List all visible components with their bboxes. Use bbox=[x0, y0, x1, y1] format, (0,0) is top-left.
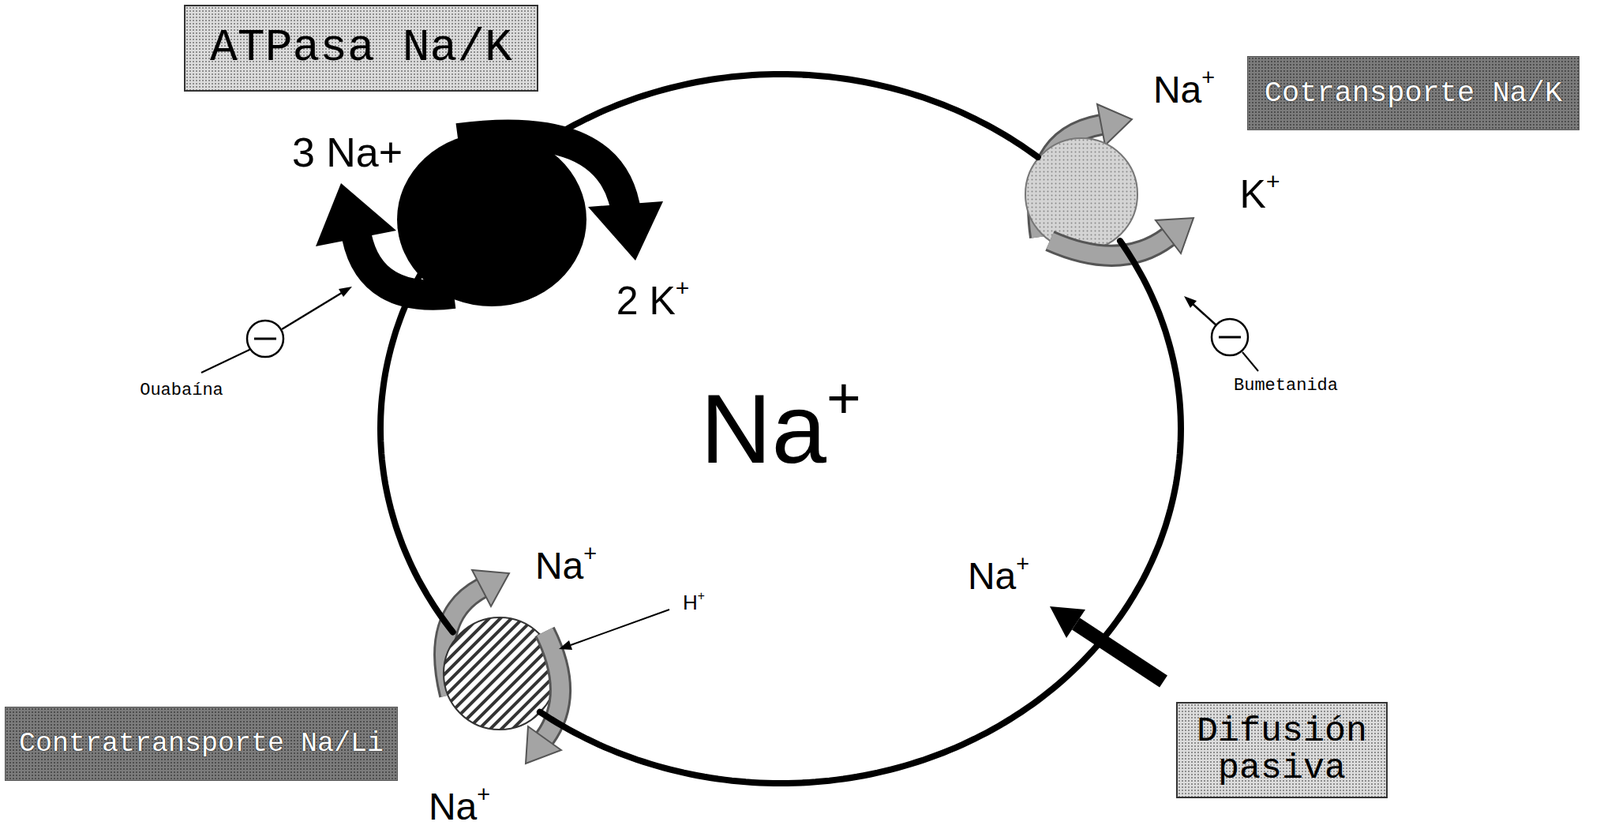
process-box: Cotransporte Na/K bbox=[1247, 56, 1580, 131]
transport-arrow bbox=[1049, 236, 1169, 256]
membrane-outline bbox=[380, 74, 1181, 784]
process-box: Contratransporte Na/Li bbox=[4, 706, 398, 781]
leader-line bbox=[570, 609, 670, 645]
inhibit-arrow bbox=[1191, 303, 1217, 326]
ion-label: Ouabaína bbox=[139, 381, 224, 401]
ion-label: Na+ bbox=[428, 786, 491, 829]
ouabain-inhibitor bbox=[201, 286, 353, 373]
ion-label: Na+ bbox=[967, 555, 1030, 598]
leader-line bbox=[1242, 352, 1259, 371]
process-box: Difusión pasiva bbox=[1176, 701, 1388, 799]
inhibit-symbol bbox=[247, 320, 284, 357]
ion-label: K+ bbox=[1240, 172, 1281, 217]
arrow-head bbox=[1155, 217, 1194, 254]
box-title: Contratransporte Na/Li bbox=[18, 728, 384, 760]
arrow-head bbox=[588, 201, 664, 261]
arrow-head bbox=[338, 286, 353, 297]
nak-cotransporter bbox=[1025, 104, 1194, 256]
arrow-head bbox=[1184, 296, 1197, 308]
inhibit-arrow bbox=[281, 291, 345, 330]
box-title: Difusión pasiva bbox=[1187, 712, 1377, 788]
ion-label: H+ bbox=[682, 591, 705, 615]
arrow-head bbox=[1049, 606, 1086, 638]
minus-sign bbox=[1218, 336, 1241, 339]
ion-label: 2 K+ bbox=[616, 279, 690, 323]
minus-sign bbox=[254, 337, 277, 341]
ion-label: Bumetanida bbox=[1233, 376, 1338, 396]
passive-diffusion-arrow bbox=[1049, 606, 1164, 682]
box-title: Cotransporte Na/K bbox=[1264, 77, 1563, 110]
nali-countertransporter bbox=[443, 569, 670, 764]
arrow-head bbox=[525, 726, 562, 764]
ion-label: Na+ bbox=[700, 374, 862, 484]
cell-membrane: Na+ bbox=[375, 69, 1186, 788]
arrow-head bbox=[315, 183, 397, 247]
leader-line bbox=[201, 348, 252, 373]
arrow-head bbox=[558, 640, 573, 650]
ion-label: Na+ bbox=[1153, 69, 1215, 112]
pump-body bbox=[397, 132, 587, 307]
box-title: ATPasa Na/K bbox=[209, 22, 513, 74]
ion-label: 3 Na+ bbox=[292, 130, 403, 176]
inhibit-symbol bbox=[1211, 318, 1248, 356]
process-box: ATPasa Na/K bbox=[183, 4, 539, 92]
cotransporter bbox=[1025, 138, 1138, 251]
transport-arrow bbox=[1049, 236, 1169, 256]
arrow-head bbox=[1097, 104, 1132, 146]
ion-label: Na+ bbox=[535, 545, 597, 588]
arrow-head bbox=[472, 569, 510, 607]
bumetanide-inhibitor bbox=[1184, 296, 1259, 371]
